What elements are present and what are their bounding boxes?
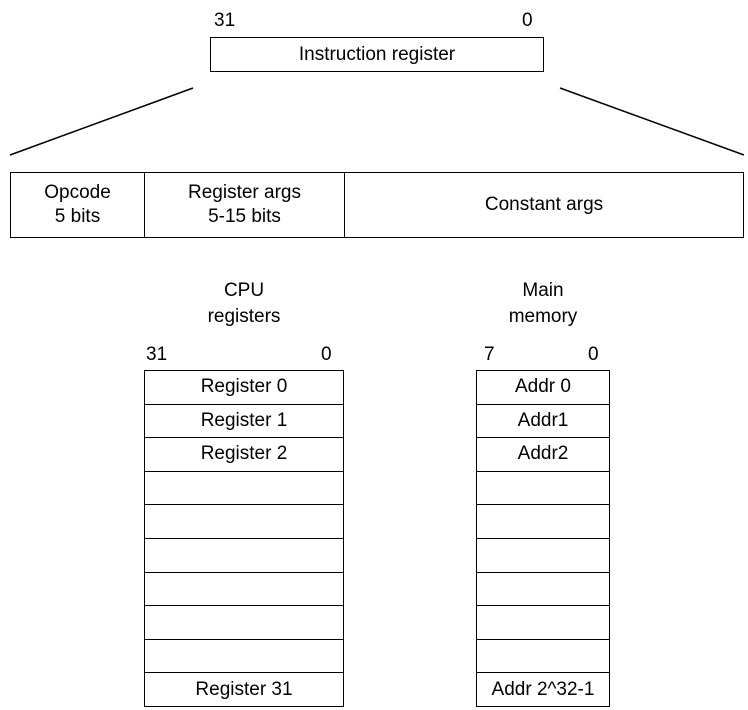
- memory-address-row: Addr 2^32-1: [491, 679, 595, 701]
- memory-address-row: [477, 472, 609, 506]
- right-expansion-line: [559, 87, 745, 156]
- memory-address-row: [477, 573, 609, 607]
- instruction-register-high-bit: 31: [214, 10, 236, 31]
- cpu-registers-title-line2: registers: [207, 306, 281, 327]
- main-memory-title-line2: memory: [508, 306, 578, 327]
- opcode-size: 5 bits: [54, 206, 101, 227]
- cpu-register-row: [145, 539, 343, 573]
- register-args-field: Register args 5-15 bits: [145, 173, 345, 237]
- instruction-register-label: Instruction register: [298, 43, 456, 65]
- cpu-registers-low-bit: 0: [321, 344, 332, 365]
- cpu-registers-high-bit: 31: [146, 344, 168, 365]
- cpu-register-row: Register 2: [145, 438, 343, 472]
- instruction-register-low-bit: 0: [522, 10, 533, 31]
- main-memory-title: Main memory: [476, 278, 610, 330]
- cpu-register-row: [145, 606, 343, 640]
- main-memory-title-line1: Main: [522, 280, 564, 301]
- memory-address-row: Addr 0: [477, 371, 609, 405]
- cpu-register-row: [145, 640, 343, 674]
- constant-args-label: Constant args: [484, 194, 604, 215]
- memory-address-row: [477, 505, 609, 539]
- cpu-registers-title-line1: CPU: [223, 280, 265, 301]
- register-args-size: 5-15 bits: [208, 206, 281, 227]
- instruction-format-box: Opcode 5 bits Register args 5-15 bits Co…: [10, 172, 744, 238]
- register-args-label: Register args: [188, 182, 301, 203]
- opcode-label: Opcode: [44, 182, 111, 203]
- opcode-field: Opcode 5 bits: [11, 173, 145, 237]
- main-memory-high-bit: 7: [484, 344, 495, 365]
- instruction-register-box: Instruction register: [210, 37, 544, 72]
- memory-address-row: Addr1: [477, 405, 609, 439]
- cpu-register-row: [145, 472, 343, 506]
- memory-address-row: Addr2: [477, 438, 609, 472]
- cpu-register-row: Register 31: [195, 679, 293, 701]
- cpu-register-row: [145, 573, 343, 607]
- left-expansion-line: [9, 87, 194, 156]
- memory-address-row: [477, 640, 609, 674]
- main-memory-low-bit: 0: [588, 344, 599, 365]
- constant-args-field: Constant args: [345, 173, 743, 237]
- cpu-register-row: Register 0: [145, 371, 343, 405]
- memory-address-row: [477, 539, 609, 573]
- memory-address-row: [477, 606, 609, 640]
- cpu-register-row: Register 1: [145, 405, 343, 439]
- cpu-registers-title: CPU registers: [144, 278, 344, 330]
- cpu-register-row: [145, 505, 343, 539]
